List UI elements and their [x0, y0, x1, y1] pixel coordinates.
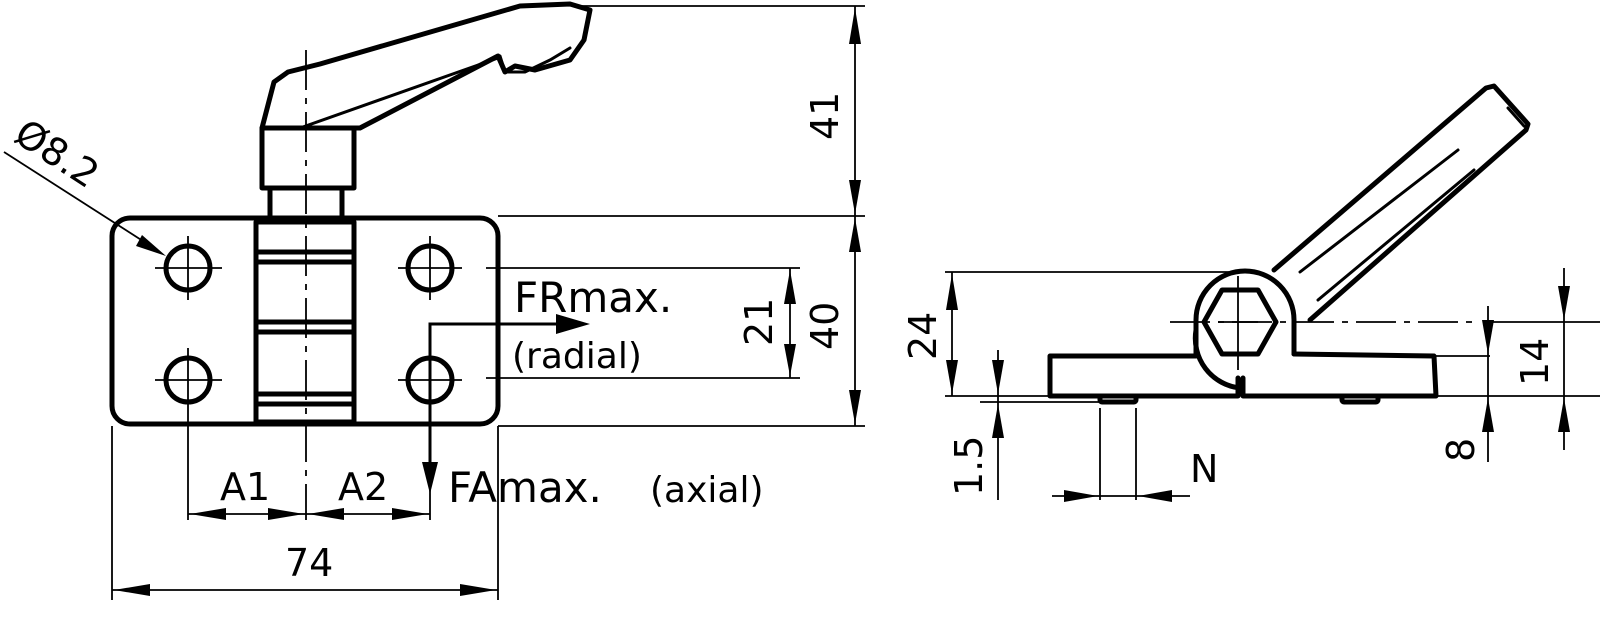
side-height-dim: 24: [901, 312, 945, 360]
side-view: 24 1.5 N 8 14: [901, 83, 1600, 502]
hole-spacing-dim: 21: [737, 298, 781, 346]
mounting-holes: [155, 236, 462, 520]
plate-height-dim: 40: [803, 302, 847, 350]
side-lever: [1271, 83, 1531, 323]
radial-force-note: (radial): [512, 336, 642, 377]
axis-height-dim: 14: [1513, 338, 1557, 386]
axial-force-note: (axial): [650, 470, 764, 511]
axial-force-label: FAmax.: [448, 463, 602, 512]
clamping-lever: [259, 1, 593, 221]
radial-force-label: FRmax.: [514, 273, 672, 322]
lever-height-dim: 41: [803, 92, 847, 140]
front-view: Ø8.2 41 40 21 FRmax. (radial) FAmax. (ax…: [3, 1, 865, 600]
plate-thickness-dim: 8: [1439, 438, 1483, 462]
spacer-width-label: N: [1190, 447, 1218, 491]
hole-diameter-label: Ø8.2: [7, 111, 107, 197]
total-width-dim: 74: [285, 541, 333, 585]
spacer-thickness-dim: 1.5: [947, 436, 991, 496]
offset-a2-label: A2: [338, 465, 388, 509]
offset-a1-label: A1: [220, 465, 270, 509]
